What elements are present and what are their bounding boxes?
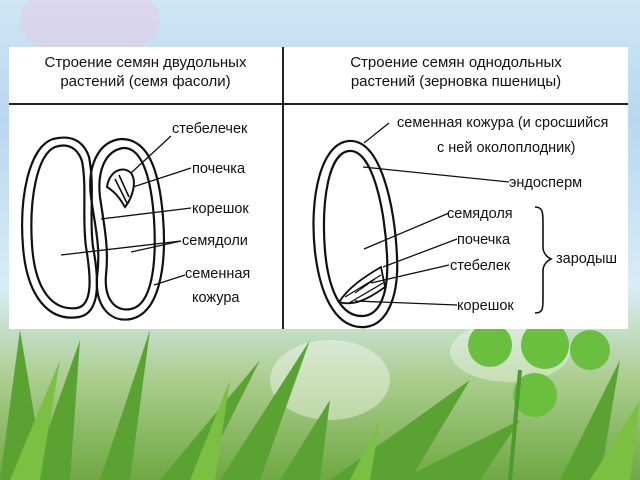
label-koreshok-left: корешок: [192, 201, 249, 217]
label-stebelek: стебелек: [450, 258, 511, 274]
label-pochechka-left: почечка: [192, 161, 246, 177]
wheat-grain-inner: [322, 149, 389, 318]
left-title: Строение семян двудольных растений (семя…: [44, 54, 247, 90]
label-semyadolya: семядоля: [447, 206, 513, 222]
label-kozhura-left-1: семенная: [185, 266, 251, 282]
label-kozhura-right-2: с ней околоплодник): [437, 140, 576, 156]
label-semyadoli: семядоли: [182, 233, 248, 249]
bean-left-cotyledon-inner: [30, 144, 91, 310]
seed-drawings: [21, 122, 553, 329]
label-endosperm: эндосперм: [509, 175, 583, 191]
bean-embryo: [105, 168, 135, 209]
bean-right-cotyledon-outer: [89, 137, 166, 321]
header-divider: [9, 103, 628, 105]
right-title: Строение семян однодольных растений (зер…: [350, 54, 562, 90]
label-kozhura-left-2: кожура: [192, 290, 240, 306]
label-zarodysh: зародыш: [556, 251, 618, 267]
column-divider: [282, 47, 284, 329]
wheat-grain-outer: [312, 139, 399, 329]
bean-left-cotyledon-outer: [21, 136, 99, 319]
diagram-panel: Строение семян двудольных растений (семя…: [9, 47, 628, 329]
label-kozhura-right-1: семенная кожура (и сросшийся: [397, 115, 609, 131]
wheat-embryo: [337, 265, 386, 305]
label-pochechka-right: почечка: [457, 232, 511, 248]
bean-right-cotyledon-inner: [98, 146, 156, 311]
embryo-brace: [534, 206, 553, 314]
label-koreshok-right: корешок: [457, 298, 514, 314]
label-stebelechek: стебелечек: [172, 121, 248, 137]
